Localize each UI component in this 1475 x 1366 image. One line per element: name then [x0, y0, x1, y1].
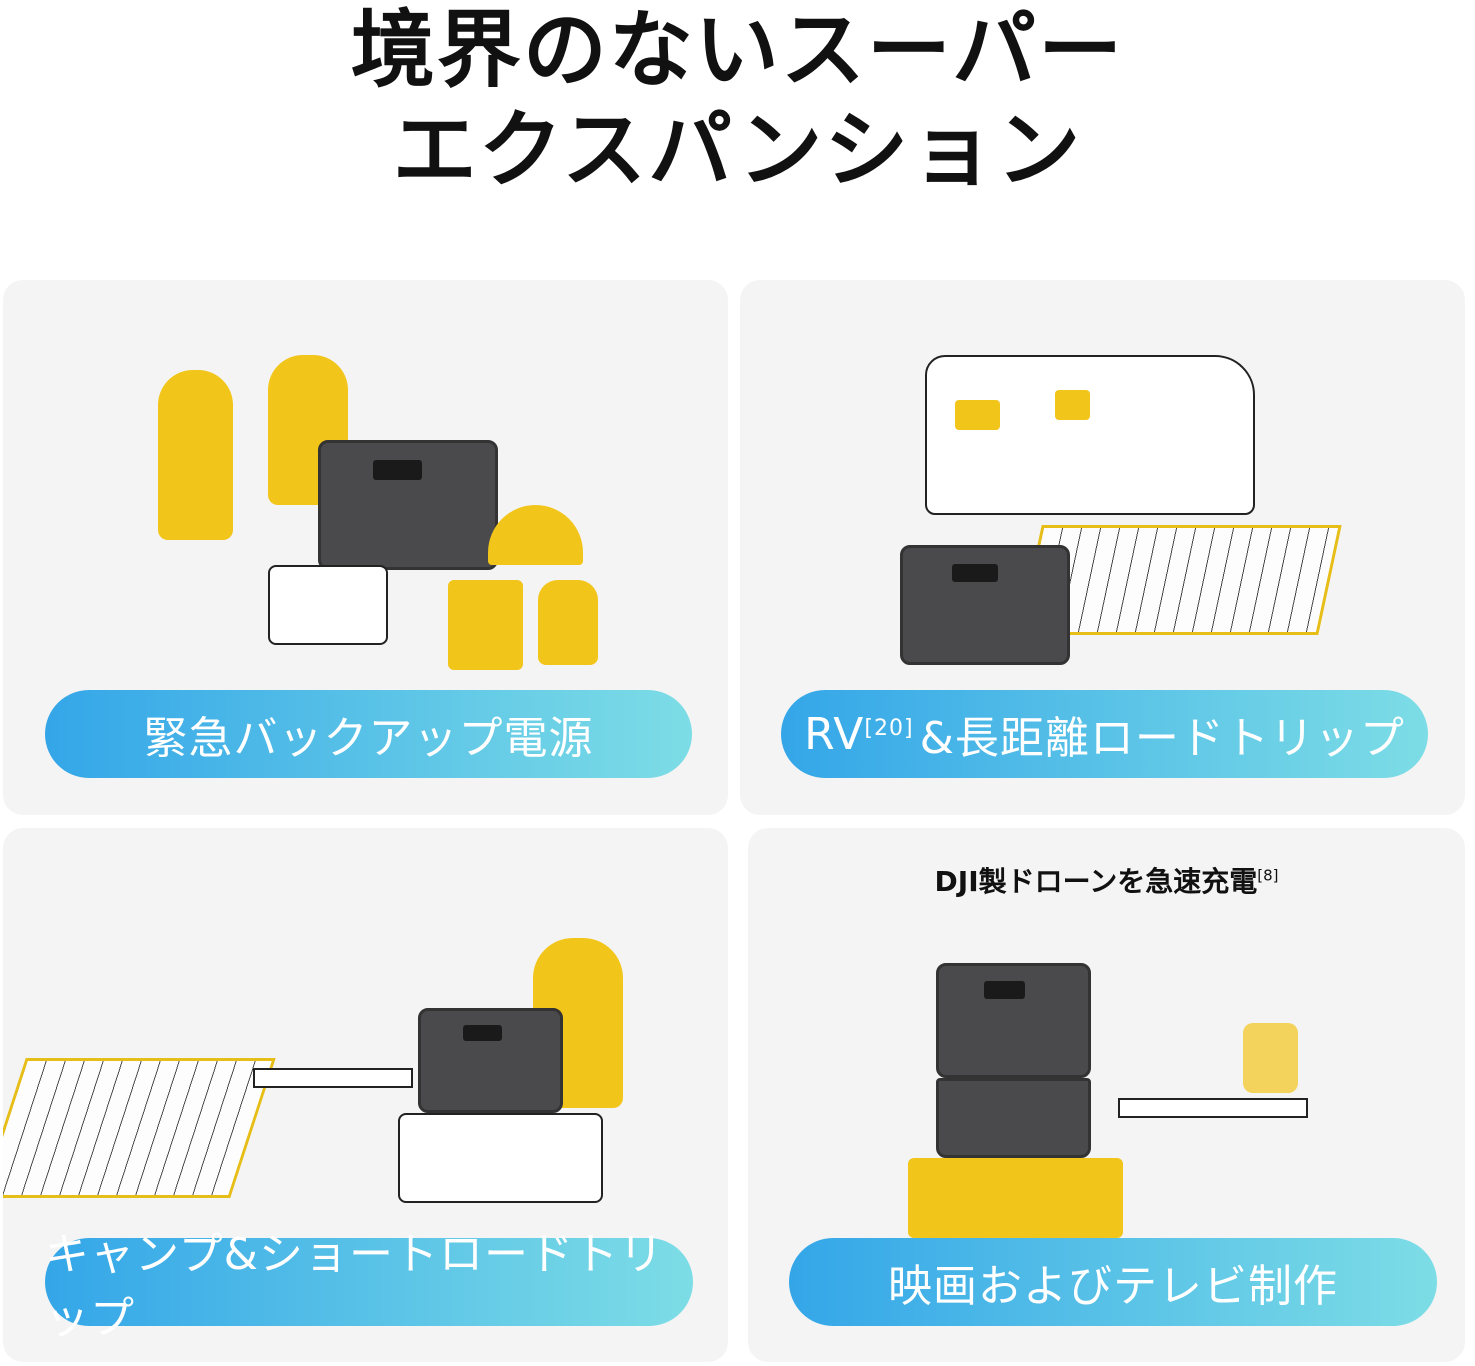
footnote-ref: [20] — [864, 715, 914, 741]
rv-illustration — [925, 355, 1255, 515]
cooler-box-illustration — [398, 1113, 603, 1203]
card-rv-road-trip: RV[20]&長距離ロードトリップ — [740, 280, 1465, 815]
power-station-illustration — [418, 1008, 563, 1113]
label-pill: 映画およびテレビ制作 — [789, 1238, 1437, 1326]
footnote-ref: [8] — [1257, 866, 1279, 885]
lantern-illustration — [538, 580, 598, 665]
bottles-illustration — [448, 580, 523, 670]
person-illustration — [158, 370, 233, 540]
case-illustration — [908, 1158, 1123, 1238]
table-illustration — [1118, 1098, 1308, 1118]
kettle-illustration — [1243, 1023, 1298, 1093]
label-text: &長距離ロードトリップ — [919, 713, 1405, 764]
headline-line2: エクスパンション — [392, 101, 1083, 199]
power-station-illustration — [900, 545, 1070, 665]
solar-panel-illustration — [3, 1058, 276, 1198]
label-pill: 緊急バックアップ電源 — [45, 690, 692, 778]
headline-line1: 境界のないスーパー — [350, 1, 1125, 99]
extra-battery-illustration — [936, 1078, 1091, 1158]
card-emergency-backup: 緊急バックアップ電源 — [3, 280, 728, 815]
caption-text: DJI製ドローンを急速充電 — [934, 865, 1258, 898]
helmet-illustration — [488, 505, 583, 565]
table-illustration — [253, 1068, 413, 1088]
label-pill: キャンプ&ショートロードトリップ — [45, 1229, 693, 1344]
card-camping: キャンプ&ショートロードトリップ — [3, 828, 728, 1362]
label-text: RV — [804, 708, 865, 760]
card-film-tv: DJI製ドローンを急速充電[8] 映画およびテレビ制作 — [748, 828, 1465, 1362]
first-aid-box-illustration — [268, 565, 388, 645]
power-station-illustration — [318, 440, 498, 570]
power-station-illustration — [936, 963, 1091, 1078]
caption: DJI製ドローンを急速充電[8] — [748, 860, 1465, 900]
label-pill: RV[20]&長距離ロードトリップ — [781, 690, 1428, 778]
